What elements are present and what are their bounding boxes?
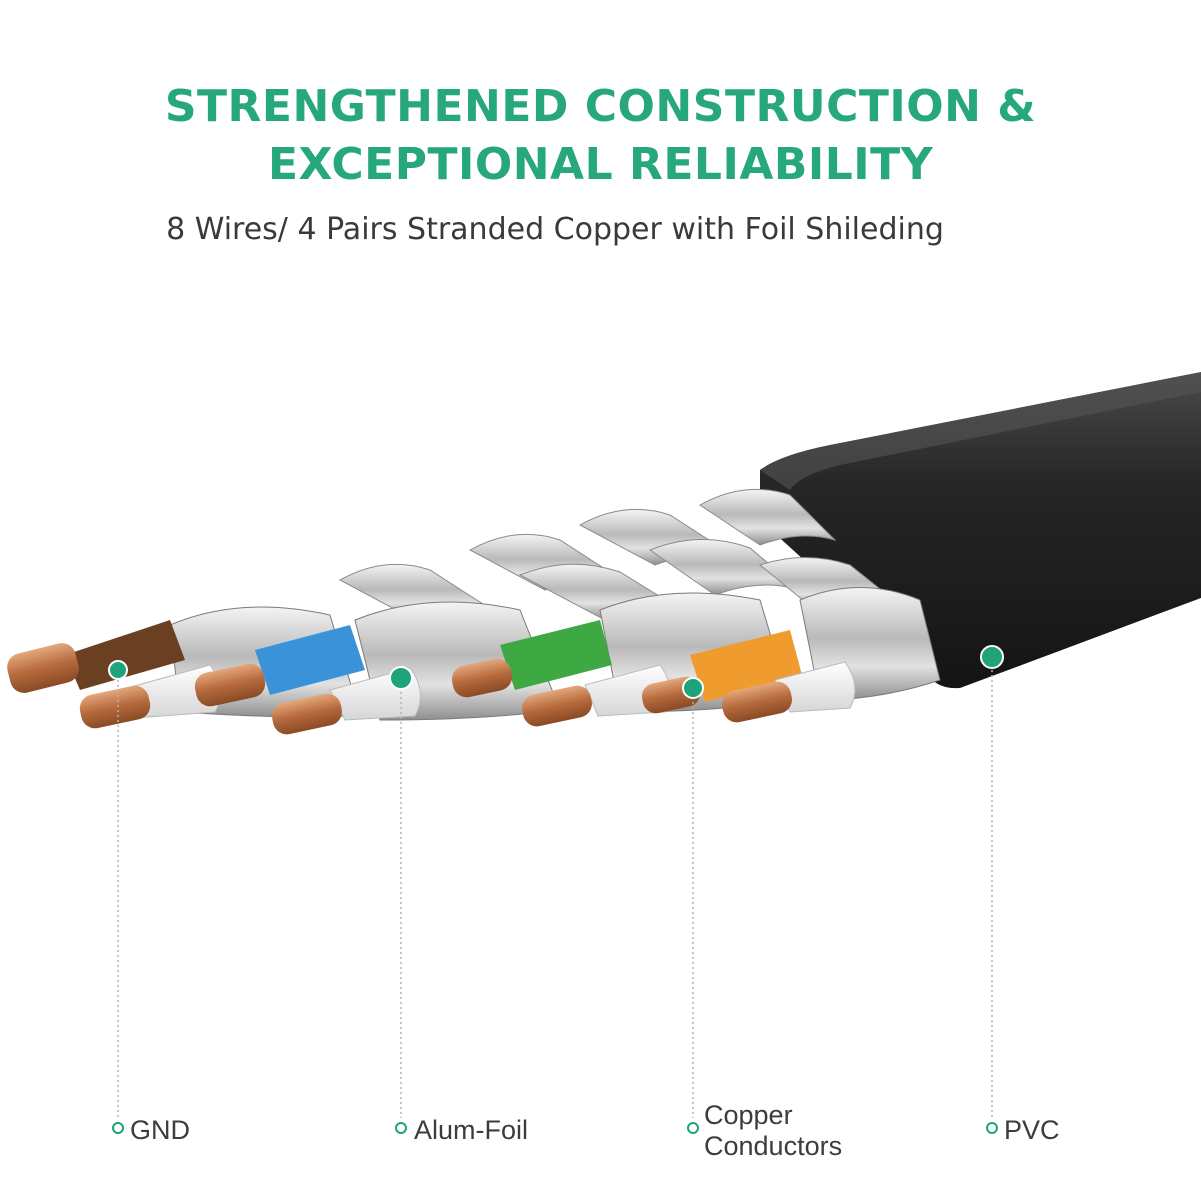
- page-subtitle: 8 Wires/ 4 Pairs Stranded Copper with Fo…: [166, 212, 944, 247]
- label-copper-line2: Conductors: [704, 1131, 843, 1161]
- copper-marker-dot: [682, 677, 704, 699]
- pair-4-wires: [690, 630, 856, 713]
- label-alum-foil: Alum-Foil: [414, 1115, 529, 1145]
- label-gnd: GND: [130, 1115, 190, 1145]
- label-copper-line1: Copper: [704, 1100, 793, 1130]
- foil-marker-dot: [389, 666, 413, 690]
- callout-markers: [108, 645, 1004, 699]
- page-title: STRENGTHENED CONSTRUCTION & EXCEPTIONAL …: [0, 78, 1201, 194]
- label-pvc: PVC: [1004, 1115, 1060, 1145]
- pvc-marker-dot: [980, 645, 1004, 669]
- gnd-marker-dot: [108, 660, 128, 680]
- label-rings: [112, 1122, 998, 1134]
- label-copper-conductors: Copper Conductors: [704, 1100, 842, 1162]
- title-line-1: STRENGTHENED CONSTRUCTION &: [164, 81, 1037, 132]
- title-line-2: EXCEPTIONAL RELIABILITY: [267, 139, 934, 190]
- callout-lines: [117, 660, 993, 1118]
